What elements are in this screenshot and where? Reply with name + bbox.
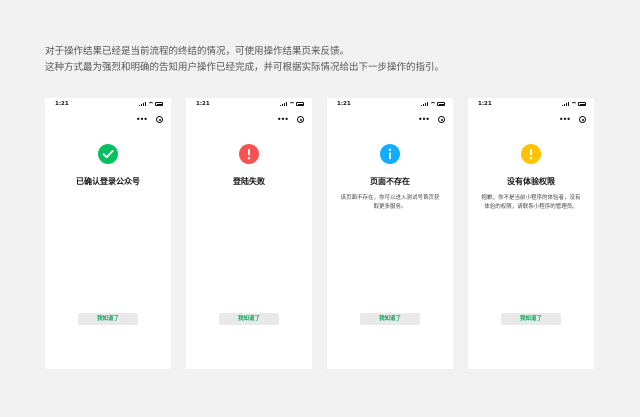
result-title: 页面不存在	[370, 177, 410, 186]
status-time: 1:21	[196, 101, 210, 107]
system-status-icons	[139, 102, 163, 106]
acknowledge-button[interactable]: 我知道了	[501, 313, 561, 325]
system-status-icons	[421, 102, 445, 106]
result-title: 没有体验权限	[507, 177, 555, 186]
result-description: 抱歉，你不是当前小程序的体验者，没有体验的权限，请联系小程序的管理员。	[481, 195, 581, 210]
result-screen-info: 1:21 ••• 页面不存在 该页面不存在，你可以进入测试号首页获取更多服务。 …	[327, 98, 453, 369]
status-time: 1:21	[478, 101, 492, 107]
wifi-icon	[289, 102, 295, 106]
system-status-icons	[280, 102, 304, 106]
battery-icon	[155, 102, 163, 106]
more-icon[interactable]: •••	[276, 114, 289, 124]
system-status-icons	[562, 102, 586, 106]
intro-text: 对于操作结果已经是当前流程的终结的情况，可使用操作结果页来反馈。 这种方式最为强…	[45, 44, 444, 76]
result-screen-error: 1:21 ••• 登陆失败 我知道了	[186, 98, 312, 369]
result-description: 该页面不存在，你可以进入测试号首页获取更多服务。	[340, 195, 440, 210]
signal-icon	[139, 102, 146, 106]
more-icon[interactable]: •••	[417, 114, 430, 124]
close-target-icon[interactable]	[438, 116, 445, 123]
battery-icon	[578, 102, 586, 106]
warning-icon	[521, 144, 541, 164]
more-icon[interactable]: •••	[558, 114, 571, 124]
exclamation-icon	[239, 144, 259, 164]
info-icon	[380, 144, 400, 164]
wifi-icon	[571, 102, 577, 106]
close-target-icon[interactable]	[297, 116, 304, 123]
battery-icon	[296, 102, 304, 106]
battery-icon	[437, 102, 445, 106]
result-screen-warning: 1:21 ••• 没有体验权限 抱歉，你不是当前小程序的体验者，没有体验的权限，…	[468, 98, 594, 369]
capsule-menu: •••	[558, 114, 586, 124]
status-time: 1:21	[337, 101, 351, 107]
acknowledge-button[interactable]: 我知道了	[78, 313, 138, 325]
wifi-icon	[430, 102, 436, 106]
capsule-menu: •••	[135, 114, 163, 124]
result-title: 已确认登录公众号	[76, 177, 140, 186]
acknowledge-button[interactable]: 我知道了	[219, 313, 279, 325]
intro-line-1: 对于操作结果已经是当前流程的终结的情况，可使用操作结果页来反馈。	[45, 46, 350, 57]
check-icon	[98, 144, 118, 164]
more-icon[interactable]: •••	[135, 114, 148, 124]
result-screen-success: 1:21 ••• 已确认登录公众号 我知道了	[45, 98, 171, 369]
close-target-icon[interactable]	[579, 116, 586, 123]
signal-icon	[562, 102, 569, 106]
acknowledge-button[interactable]: 我知道了	[360, 313, 420, 325]
capsule-menu: •••	[276, 114, 304, 124]
capsule-menu: •••	[417, 114, 445, 124]
intro-line-2: 这种方式最为强烈和明确的告知用户操作已经完成，并可根据实际情况给出下一步操作的指…	[45, 62, 445, 73]
signal-icon	[280, 102, 287, 106]
signal-icon	[421, 102, 428, 106]
close-target-icon[interactable]	[156, 116, 163, 123]
wifi-icon	[148, 102, 154, 106]
result-title: 登陆失败	[233, 177, 265, 186]
status-time: 1:21	[55, 101, 69, 107]
